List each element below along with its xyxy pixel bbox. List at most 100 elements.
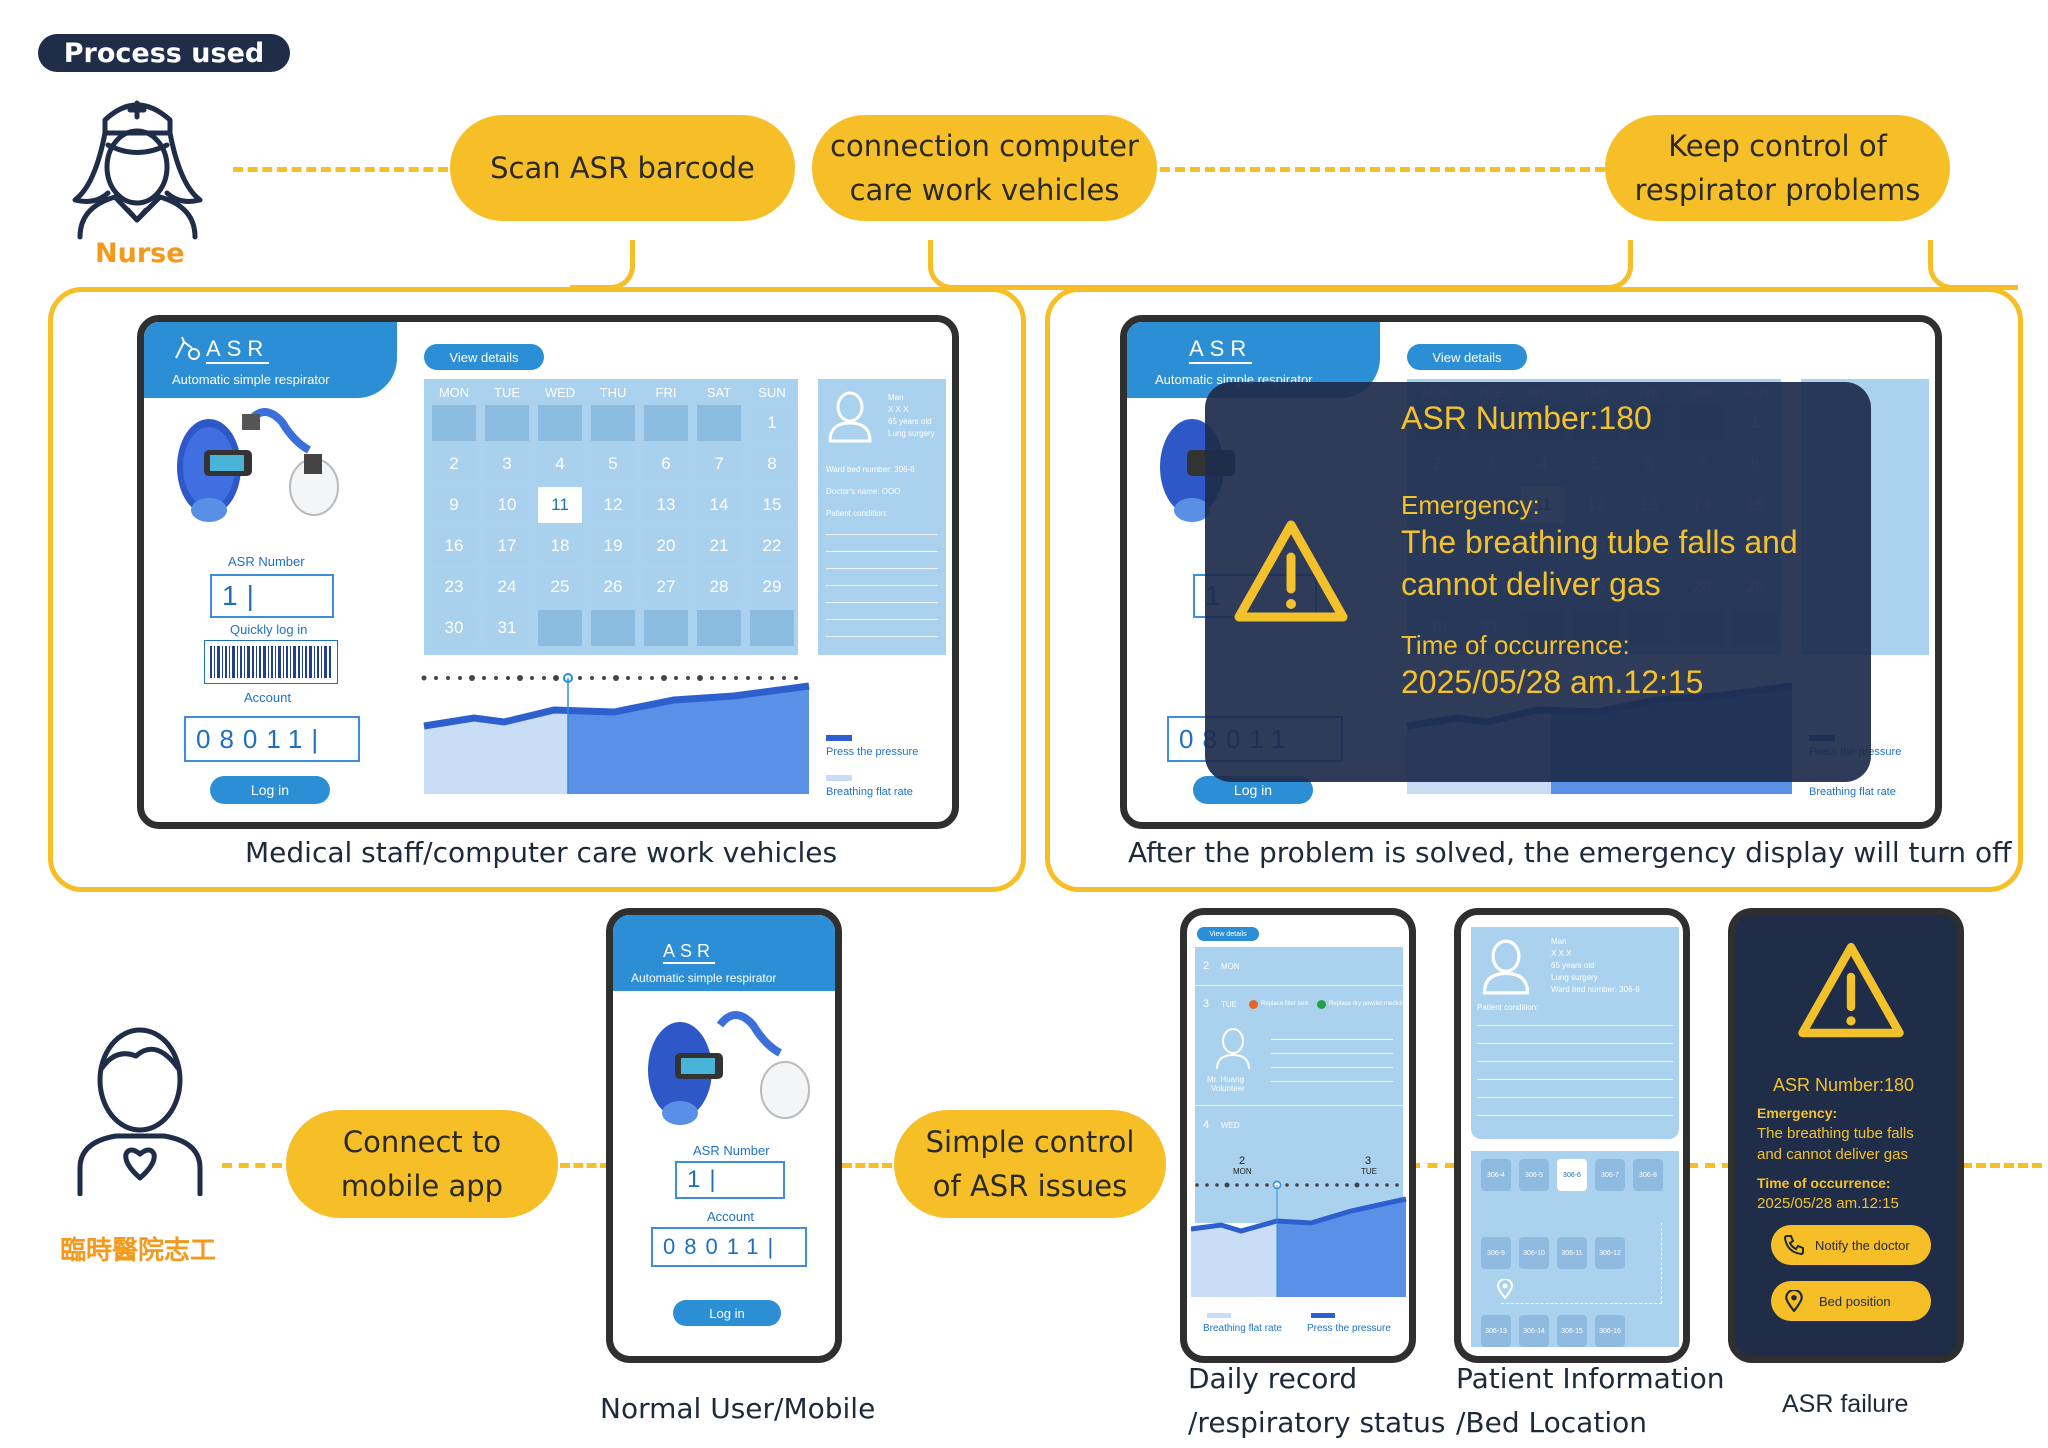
bed-slot[interactable]: 306-13 — [1481, 1315, 1511, 1347]
view-details-button[interactable]: View details — [1197, 927, 1259, 941]
calendar-day[interactable]: 29 — [750, 569, 794, 605]
calendar-day[interactable]: 16 — [432, 528, 476, 564]
weekday-header: TUE — [494, 385, 520, 400]
bed-slot[interactable]: 306-4 — [1481, 1159, 1511, 1191]
patient-condition: Patient condition: — [826, 509, 888, 518]
alert-emergency-line1: The breathing tube falls and — [1401, 524, 1798, 560]
barcode-icon[interactable] — [204, 640, 338, 684]
notify-doctor-button[interactable]: Notify the doctor — [1771, 1225, 1931, 1265]
calendar-day[interactable]: 13 — [644, 487, 688, 523]
failure-emergency-label: Emergency: — [1757, 1105, 1838, 1121]
calendar-day[interactable]: 5 — [591, 446, 635, 482]
location-pin-icon — [1785, 1290, 1803, 1312]
calendar-day[interactable]: 14 — [697, 487, 741, 523]
respirator-illustration — [177, 408, 339, 522]
bed-slot[interactable]: 306-5 — [1519, 1159, 1549, 1191]
bed-slot[interactable]: 306-10 — [1519, 1237, 1549, 1269]
person-avatar-icon — [828, 391, 872, 443]
legend-flat: Breathing flat rate — [826, 786, 913, 798]
alert-time-value: 2025/05/28 am.12:15 — [1401, 664, 1704, 700]
emergency-alert: ASR Number:180 Emergency: The breathing … — [1205, 382, 1871, 782]
login-button[interactable]: Log in — [210, 776, 330, 804]
connector — [928, 240, 1633, 290]
calendar-empty-cell — [538, 405, 582, 441]
bed-slot[interactable]: 306-14 — [1519, 1315, 1549, 1347]
legend-flat: Breathing flat rate — [1809, 786, 1896, 798]
brand-title: ASR — [1189, 336, 1253, 364]
person-avatar-icon — [1482, 939, 1530, 995]
asr-number-input[interactable]: 1| — [675, 1161, 785, 1199]
bed-map: 306-4 306-5 306-6 306-7 306-8 306-9 306-10 306-… — [1471, 1151, 1679, 1347]
patient-surgery: Lung surgery — [888, 429, 935, 438]
bed-position-button[interactable]: Bed position — [1771, 1281, 1931, 1321]
calendar-day[interactable]: 19 — [591, 528, 635, 564]
dash-line — [1688, 1163, 1732, 1168]
weekday-header: FRI — [655, 385, 677, 400]
calendar-day[interactable]: 2 — [432, 446, 476, 482]
calendar-day[interactable]: 17 — [485, 528, 529, 564]
axis-day: MON — [1233, 1167, 1252, 1176]
calendar-day[interactable]: 30 — [432, 610, 476, 646]
failure-time-label: Time of occurrence: — [1757, 1175, 1891, 1191]
calendar-day[interactable]: 23 — [432, 569, 476, 605]
bed-slot[interactable]: 306-15 — [1557, 1315, 1587, 1347]
calendar-day[interactable]: 26 — [591, 569, 635, 605]
patient-surgery: Lung surgery — [1551, 973, 1598, 982]
account-input[interactable]: 08011| — [651, 1227, 807, 1267]
failure-asr-number: ASR Number:180 — [1773, 1075, 1915, 1095]
calendar-day[interactable]: 9 — [432, 487, 476, 523]
asr-number-label: ASR Number — [228, 554, 305, 569]
calendar-day[interactable]: 25 — [538, 569, 582, 605]
asr-number-input[interactable]: 1| — [210, 574, 334, 618]
view-details-button[interactable]: View details — [1407, 344, 1527, 370]
brand-title: ASR — [663, 941, 716, 964]
calendar-day[interactable]: 1 — [750, 405, 794, 441]
patient-condition: Patient condition: — [1477, 1003, 1539, 1012]
legend-flat: Breathing flat rate — [1203, 1323, 1282, 1334]
calendar-day[interactable]: 7 — [697, 446, 741, 482]
bed-slot[interactable]: 306-6 — [1557, 1159, 1587, 1191]
calendar-day[interactable]: 20 — [644, 528, 688, 564]
calendar-day[interactable]: 11 — [538, 487, 582, 523]
bed-slot[interactable]: 306-7 — [1595, 1159, 1625, 1191]
calendar-day[interactable]: 24 — [485, 569, 529, 605]
daily-row-num: 2 — [1203, 960, 1210, 972]
bed-slot[interactable]: 306-11 — [1557, 1237, 1587, 1269]
calendar-day[interactable]: 27 — [644, 569, 688, 605]
calendar-day[interactable]: 31 — [485, 610, 529, 646]
dash-line — [1160, 167, 1605, 172]
calendar-day[interactable]: 4 — [538, 446, 582, 482]
calendar-day[interactable]: 12 — [591, 487, 635, 523]
calendar-day[interactable]: 18 — [538, 528, 582, 564]
calendar-day[interactable]: 6 — [644, 446, 688, 482]
phone-login: ASR Automatic simple respirator ASR Numb… — [606, 908, 842, 1363]
patient-ward: Ward bed number: 306-6 — [826, 465, 915, 474]
calendar-day[interactable]: 22 — [750, 528, 794, 564]
view-details-button[interactable]: View details — [424, 344, 544, 370]
calendar-day[interactable]: 15 — [750, 487, 794, 523]
calendar-day[interactable]: 10 — [485, 487, 529, 523]
patient-name: X X X — [1551, 949, 1572, 958]
desktop-screen-emergency: ASR Automatic simple respirator View det… — [1120, 315, 1942, 829]
connector — [570, 240, 635, 290]
bed-slot[interactable]: 306-16 — [1595, 1315, 1625, 1347]
phone-asr-failure: ASR Number:180 Emergency: The breathing … — [1728, 908, 1964, 1363]
login-button[interactable]: Log in — [673, 1300, 781, 1326]
bed-slot[interactable]: 306-8 — [1633, 1159, 1663, 1191]
calendar-day[interactable]: 28 — [697, 569, 741, 605]
caption-daily-line2: /respiratory status — [1188, 1406, 1446, 1439]
calendar-empty-cell — [644, 610, 688, 646]
logo-icon — [175, 336, 200, 360]
account-input[interactable]: 08011| — [184, 716, 360, 762]
calendar-day[interactable]: 8 — [750, 446, 794, 482]
bed-slot[interactable]: 306-9 — [1481, 1237, 1511, 1269]
brand-subtitle: Automatic simple respirator — [631, 971, 777, 985]
calendar-day[interactable]: 3 — [485, 446, 529, 482]
calendar-empty-cell — [591, 610, 635, 646]
daily-row-day: TUE — [1221, 1000, 1237, 1009]
bed-slot[interactable]: 306-12 — [1595, 1237, 1625, 1269]
failure-time-value: 2025/05/28 am.12:15 — [1757, 1195, 1899, 1212]
calendar-day[interactable]: 21 — [697, 528, 741, 564]
